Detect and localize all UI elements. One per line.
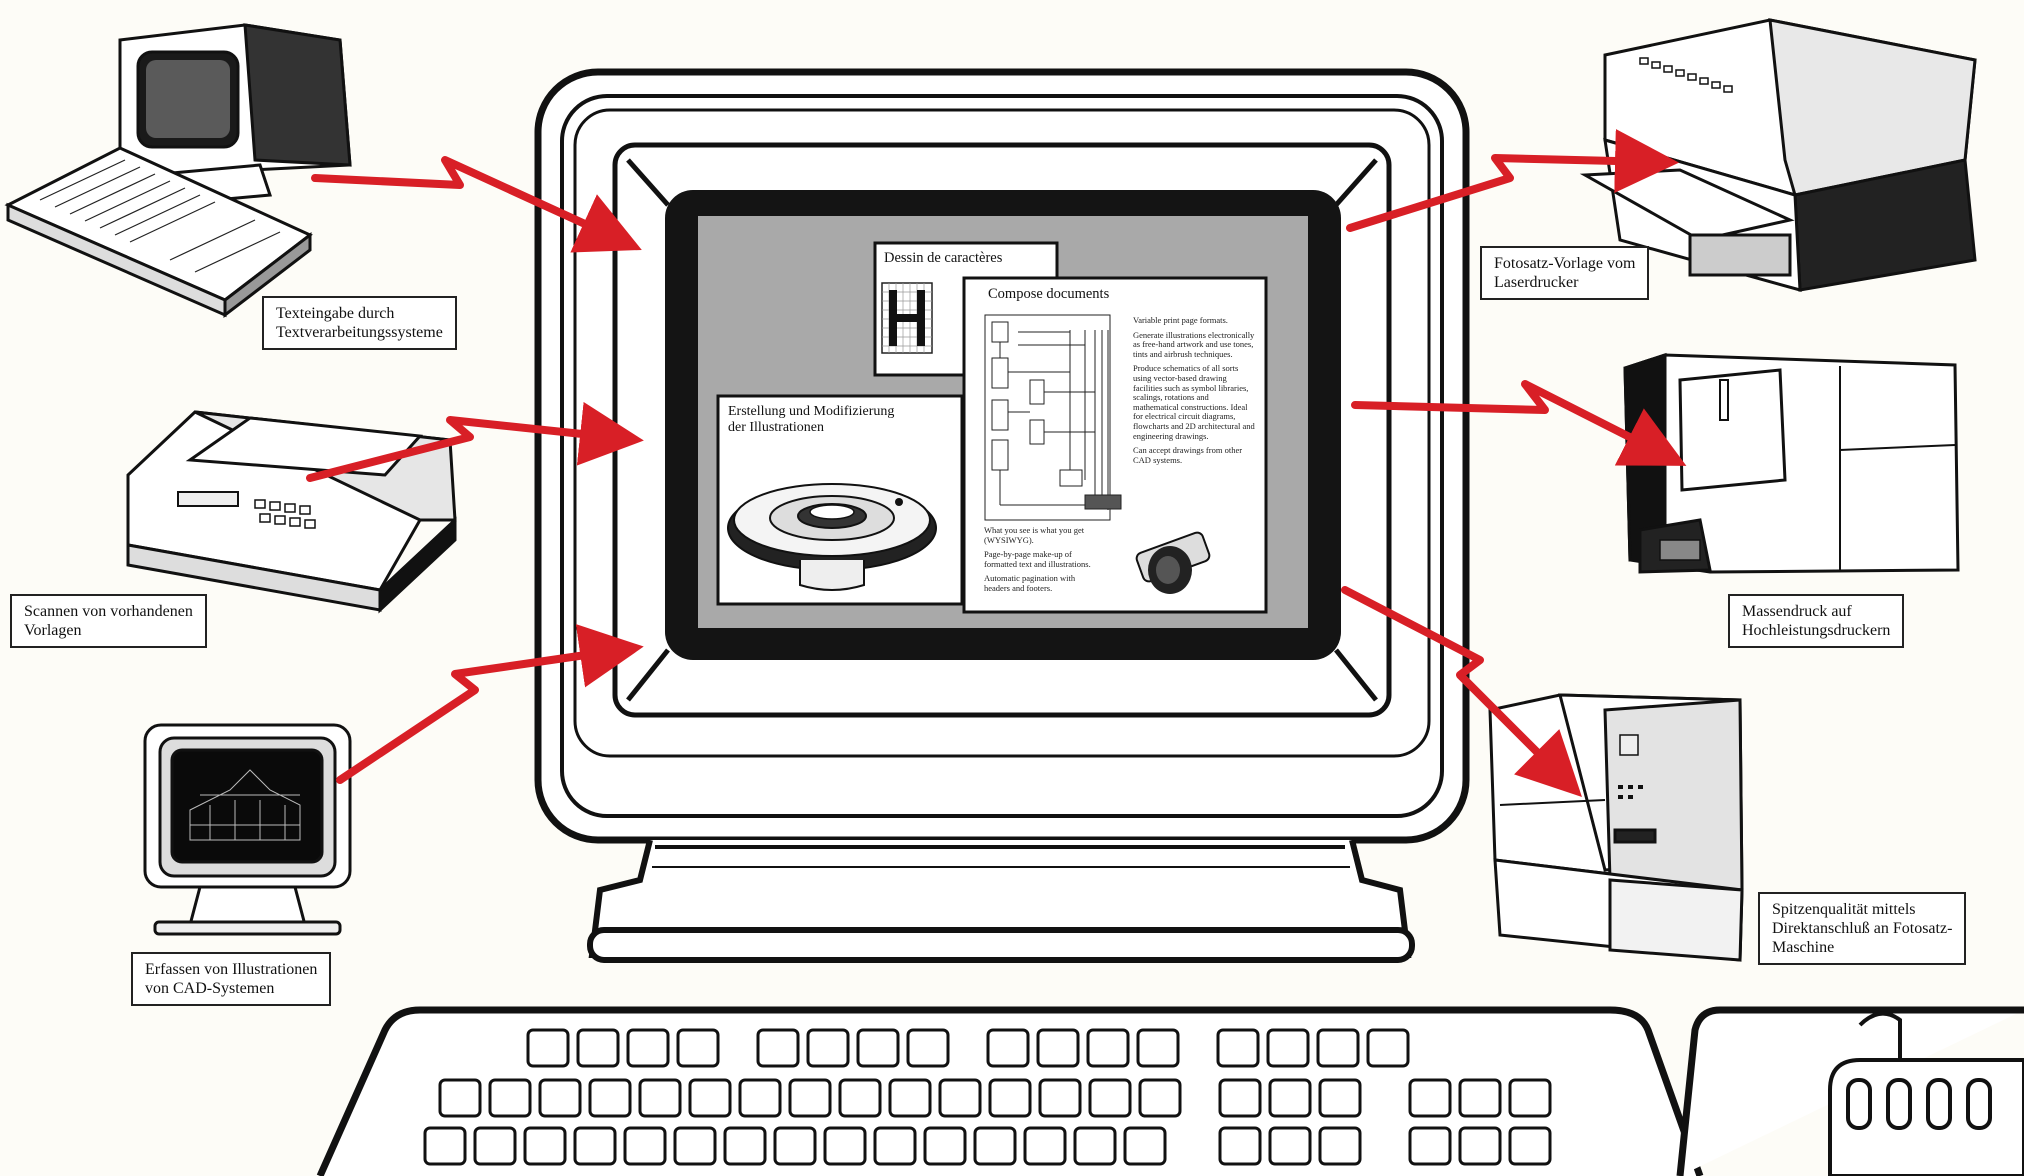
list-item: Produce schematics of all sorts using ve…: [1133, 364, 1255, 441]
label-line: Erfassen von Illustrationen: [145, 960, 317, 979]
compose-feature-list-left: What you see is what you get (WYSIWYG). …: [984, 526, 1102, 599]
label-line: Hochleistungsdruckern: [1742, 621, 1890, 640]
list-item: Variable print page formats.: [1133, 316, 1255, 326]
label-line: Massendruck auf: [1742, 602, 1890, 621]
list-item: Automatic pagination with headers and fo…: [984, 574, 1102, 593]
phototypesetter-device: [1490, 695, 1742, 960]
word-processor-device: [8, 25, 350, 315]
label-line: Spitzenqualität mittels: [1772, 900, 1952, 919]
label-line: Laserdrucker: [1494, 273, 1635, 292]
label-line: Fotosatz-Vorlage vom: [1494, 254, 1635, 273]
high-speed-printer-device: [1625, 355, 1958, 572]
list-item: What you see is what you get (WYSIWYG).: [984, 526, 1102, 545]
label-line: Scannen von vorhandenen: [24, 602, 193, 621]
label-line: Direktanschluß an Fotosatz-: [1772, 919, 1952, 938]
label-line: von CAD-Systemen: [145, 979, 317, 998]
label-laser: Fotosatz-Vorlage vom Laserdrucker: [1480, 246, 1649, 300]
label-text-input: Texteingabe durch Textverarbeitungssyste…: [262, 296, 457, 350]
cad-terminal-device: [145, 725, 350, 934]
compose-window-title: Compose documents: [988, 286, 1109, 303]
char-window-title: Dessin de caractères: [884, 250, 1002, 267]
bottom-keyboard: [320, 1010, 1700, 1176]
compose-feature-list: Variable print page formats. Generate il…: [1133, 316, 1255, 470]
label-phototypesetter: Spitzenqualität mittels Direktanschluß a…: [1758, 892, 1966, 965]
illustration-window-title: Erstellung und Modifizierung der Illustr…: [728, 404, 894, 436]
list-item: Generate illustrations electronically as…: [1133, 331, 1255, 360]
list-item: Can accept drawings from other CAD syste…: [1133, 446, 1255, 465]
label-cad: Erfassen von Illustrationen von CAD-Syst…: [131, 952, 331, 1006]
label-mass-print: Massendruck auf Hochleistungsdruckern: [1728, 594, 1904, 648]
label-line: Textverarbeitungssysteme: [276, 323, 443, 342]
illustration-title-line: Erstellung und Modifizierung: [728, 404, 894, 420]
illustration-title-line: der Illustrationen: [728, 420, 894, 436]
scanner-device: [128, 412, 455, 610]
label-line: Maschine: [1772, 938, 1952, 957]
label-scanning: Scannen von vorhandenen Vorlagen: [10, 594, 207, 648]
graphics-tablet: [1680, 1010, 2024, 1176]
label-line: Vorlagen: [24, 621, 193, 640]
list-item: Page-by-page make-up of formatted text a…: [984, 550, 1102, 569]
label-line: Texteingabe durch: [276, 304, 443, 323]
